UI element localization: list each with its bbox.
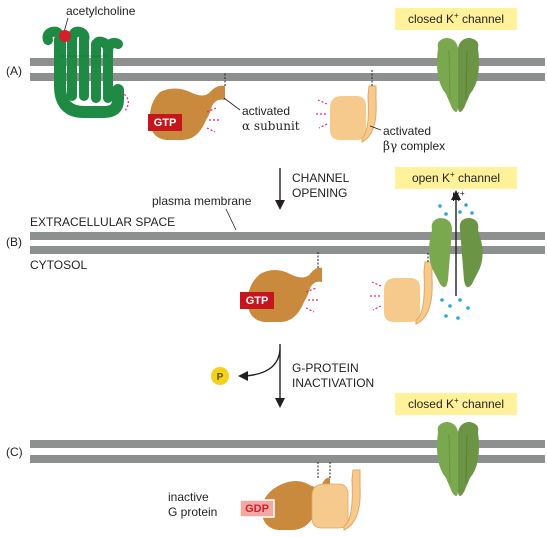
k-ion-label: K+ xyxy=(452,189,465,204)
closed-channel-text-a: closed K xyxy=(408,12,454,26)
arrow-inactivation xyxy=(238,344,285,408)
closed-channel-box-c xyxy=(395,393,517,415)
membrane-outer-b xyxy=(30,232,545,240)
open-channel-sup: + xyxy=(450,170,455,179)
panel-c: (C) closed K+ channel GDP inactive G pro… xyxy=(6,393,545,531)
beta-gamma-complex-b xyxy=(370,252,433,325)
closed-k-channel-c xyxy=(437,422,479,496)
alpha-subunit-a: GTP xyxy=(148,72,226,140)
membrane-inner-c xyxy=(30,455,545,463)
acetylcholine-label: acetylcholine xyxy=(66,4,136,18)
closed-channel-sup-a: + xyxy=(454,11,459,20)
gtp-label-a: GTP xyxy=(154,117,177,129)
inactivation-label-2: INACTIVATION xyxy=(292,376,374,390)
gtp-label-b: GTP xyxy=(246,295,269,307)
closed-channel-box-a xyxy=(395,8,517,30)
inactivation-label-1: G-PROTEIN xyxy=(292,361,359,375)
channel-opening-label-1: CHANNEL xyxy=(292,171,350,185)
closed-channel-label-a: closed K+ channel xyxy=(408,11,504,26)
cytosol-label: CYTOSOL xyxy=(30,258,87,272)
panel-label-a: (A) xyxy=(6,64,22,78)
beta-gamma-activation-marks-b xyxy=(370,281,382,311)
receptor-activation-marks xyxy=(120,91,129,113)
activated-alpha-label-1: activated xyxy=(242,104,290,118)
extracellular-label: EXTRACELLULAR SPACE xyxy=(30,215,175,229)
phosphate-label: P xyxy=(217,372,224,383)
inactive-label-1: inactive xyxy=(168,490,209,504)
open-channel-suffix: channel xyxy=(455,171,500,185)
acetylcholine-molecule xyxy=(59,30,71,42)
channel-opening-label-2: OPENING xyxy=(292,186,347,200)
k-ion-sup: + xyxy=(460,189,465,198)
panel-label-c: (C) xyxy=(6,445,23,459)
closed-channel-suffix-c: channel xyxy=(459,397,504,411)
panel-a: (A) acetylcholine GTP xyxy=(6,4,545,153)
gtp-box-b xyxy=(240,292,274,309)
open-k-channel xyxy=(429,218,483,288)
panel-b: (B) plasma membrane EXTRACELLULAR SPACE … xyxy=(6,167,545,325)
activated-by-label-1: activated xyxy=(383,124,431,138)
panel-label-b: (B) xyxy=(6,235,22,249)
alpha-activation-marks-a xyxy=(206,107,219,133)
open-channel-text: open K xyxy=(412,171,450,185)
closed-channel-suffix-a: channel xyxy=(459,12,504,26)
membrane-outer-a xyxy=(30,58,545,66)
by-pointer xyxy=(369,125,382,131)
plasma-membrane-label: plasma membrane xyxy=(152,194,252,208)
k-flux-arrow xyxy=(451,190,461,296)
open-channel-label: open K+ channel xyxy=(412,170,500,185)
potassium-ions xyxy=(438,203,474,320)
gdp-label: GDP xyxy=(245,503,269,515)
closed-channel-label-c: closed K+ channel xyxy=(408,396,504,411)
gtp-box-a xyxy=(148,114,182,131)
arrow-channel-opening xyxy=(275,168,285,210)
acetylcholine-receptor xyxy=(42,26,124,118)
phosphate-circle xyxy=(211,367,229,385)
membrane-outer-c xyxy=(30,440,545,448)
open-channel-box xyxy=(395,167,517,189)
gdp-box xyxy=(239,499,275,518)
by-greek: βγ xyxy=(383,139,397,153)
closed-k-channel-a xyxy=(437,38,479,112)
alpha-subunit-b: GTP xyxy=(240,252,322,322)
plasma-membrane-pointer xyxy=(225,208,237,231)
membrane-inner-a xyxy=(30,73,545,81)
alpha-activation-marks-b xyxy=(305,287,318,313)
beta-gamma-complex-a xyxy=(316,70,377,143)
acetylcholine-pointer xyxy=(63,17,69,33)
closed-channel-text-c: closed K xyxy=(408,397,454,411)
membrane-inner-b xyxy=(30,246,545,254)
beta-gamma-activation-marks-a xyxy=(316,99,328,129)
by-rest: complex xyxy=(397,139,445,153)
k-ion-text: K xyxy=(452,190,460,204)
inactive-g-protein: GDP xyxy=(239,462,361,531)
inactive-label-2: G protein xyxy=(168,505,217,519)
activated-alpha-label-2: α subunit xyxy=(242,119,300,133)
closed-channel-sup-c: + xyxy=(454,396,459,405)
activated-by-label-2: βγ complex xyxy=(383,139,445,153)
alpha-pointer xyxy=(223,97,241,111)
